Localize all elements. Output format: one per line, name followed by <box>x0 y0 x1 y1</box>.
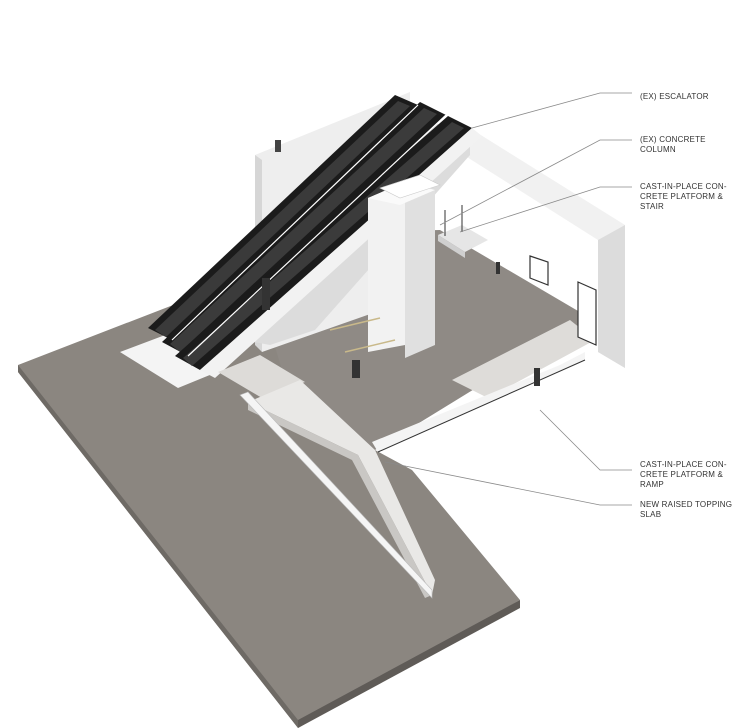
callout-platform-stair-line-2: CRETE PLATFORM & <box>640 192 724 201</box>
callout-topping-slab: NEW RAISED TOPPING SLAB <box>640 500 732 520</box>
callout-column-line-1: (EX) CONCRETE <box>640 135 706 144</box>
ramp-platform <box>218 355 435 599</box>
callout-column-line-2: COLUMN <box>640 145 676 154</box>
stair-platform <box>438 205 488 258</box>
wall-doorway <box>577 281 597 346</box>
callout-escalator: (EX) ESCALATOR <box>640 92 709 102</box>
leader-lines <box>384 92 632 506</box>
callout-platform-ramp-line-2: CRETE PLATFORM & <box>640 470 724 479</box>
platform-railing <box>329 317 396 353</box>
structural-posts <box>262 262 540 386</box>
callout-platform-ramp-line-3: RAMP <box>640 480 664 489</box>
platform-edge <box>372 352 586 453</box>
concrete-column <box>368 174 441 358</box>
callout-platform-stair: CAST-IN-PLACE CON- CRETE PLATFORM & STAI… <box>640 182 727 212</box>
callout-platform-ramp: CAST-IN-PLACE CON- CRETE PLATFORM & RAMP <box>640 460 727 490</box>
callout-platform-stair-line-1: CAST-IN-PLACE CON- <box>640 182 727 191</box>
wall-window <box>529 255 549 286</box>
callout-topping-slab-line-2: SLAB <box>640 510 662 519</box>
callout-platform-stair-line-3: STAIR <box>640 202 664 211</box>
concourse-floor-slab <box>18 276 520 728</box>
callout-escalator-line-1: (EX) ESCALATOR <box>640 92 709 101</box>
callout-column: (EX) CONCRETE COLUMN <box>640 135 706 155</box>
callout-platform-ramp-line-1: CAST-IN-PLACE CON- <box>640 460 727 469</box>
callout-topping-slab-line-1: NEW RAISED TOPPING <box>640 500 733 509</box>
